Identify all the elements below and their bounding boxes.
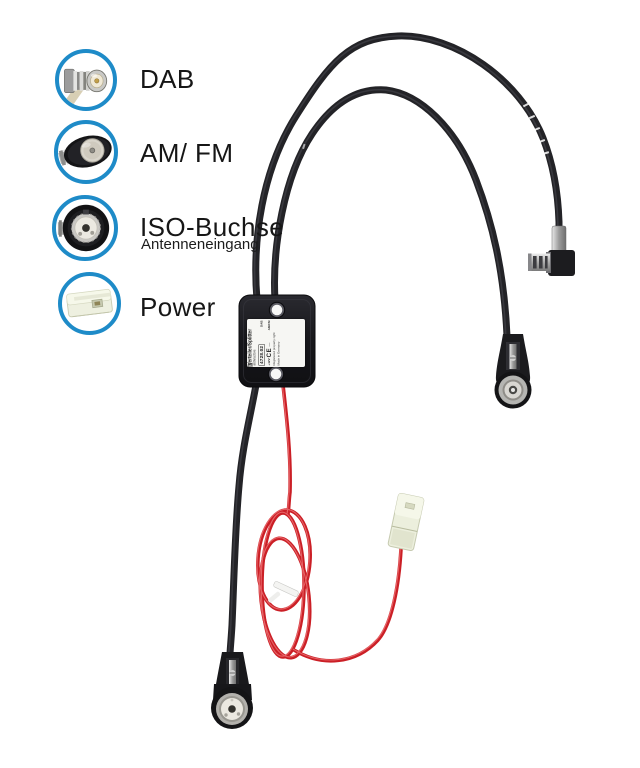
dab-connector-badge <box>55 49 117 111</box>
dab-plug <box>528 225 575 276</box>
iso-connector-icon <box>57 204 110 252</box>
label-note-2: Made in Germany <box>277 341 281 366</box>
dab-connector-icon <box>64 68 108 106</box>
callout-sublabel-iso: Antenneneingang <box>141 236 259 253</box>
splitter-label: Verteiler/Splitter aktiv/active 4728.02 … <box>247 319 305 367</box>
power-marking: +12V <box>267 358 271 366</box>
cable-tie <box>268 581 299 603</box>
callout-label-amfm: AM/ FM <box>140 138 234 168</box>
power-connector-icon <box>66 288 113 318</box>
amfm-connector-badge <box>54 120 118 184</box>
splitter-label-content: Verteiler/Splitter aktiv/active 4728.02 … <box>247 319 305 367</box>
label-note-1: Registered property right <box>273 332 276 366</box>
din-plug-right <box>494 334 532 409</box>
part-number: 4728.02 <box>258 344 265 366</box>
port-label-dab: DAB <box>260 320 264 328</box>
ce-mark: CE <box>265 347 273 358</box>
antenna-cables <box>229 36 559 655</box>
power-connector-badge <box>58 272 121 335</box>
iso-socket-bottom <box>211 652 253 729</box>
weee-bin-icon <box>248 362 253 367</box>
amfm-connector-icon <box>58 135 112 168</box>
iso-connector-badge <box>52 195 118 261</box>
screw-hole-bottom <box>267 365 285 383</box>
callout-label-power: Power <box>140 292 216 322</box>
callout-label-iso: ISO-Buchse <box>140 212 285 242</box>
splitter-subtitle: aktiv/active <box>253 349 257 366</box>
label-dash: — <box>266 342 272 347</box>
screw-hole-top <box>268 301 286 319</box>
port-label-amfm: AM/FM <box>267 320 271 331</box>
power-wire <box>252 383 403 663</box>
cable-print-marks <box>297 102 550 162</box>
callout-label-dab: DAB <box>140 64 195 94</box>
power-plug <box>387 492 425 552</box>
